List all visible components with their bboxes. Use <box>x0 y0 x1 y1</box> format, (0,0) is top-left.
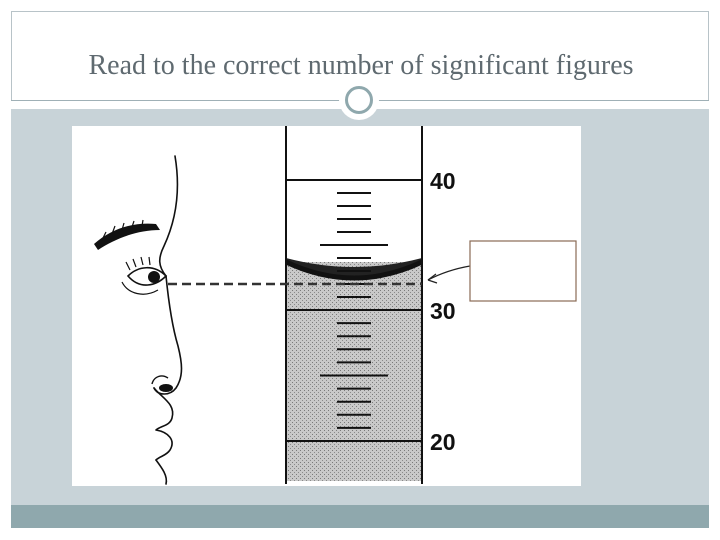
eyebrow <box>94 223 160 250</box>
cylinder-diagram: 40 30 20 <box>94 126 577 485</box>
eye-icon <box>121 256 168 295</box>
pointer-arrow <box>427 265 471 281</box>
answer-box <box>469 240 577 302</box>
graduated-cylinder-figure: 40 30 20 <box>72 126 581 486</box>
circle-ornament-icon <box>339 80 379 120</box>
footer-bar <box>11 505 709 528</box>
slide-title: Read to the correct number of significan… <box>88 50 634 81</box>
liquid <box>286 262 422 481</box>
scale-label-40: 40 <box>430 168 456 194</box>
nostril <box>159 384 173 392</box>
scale-label-30: 30 <box>430 298 456 324</box>
scale-label-20: 20 <box>430 429 456 455</box>
minor-ticks <box>320 192 388 429</box>
face-profile <box>153 155 183 485</box>
